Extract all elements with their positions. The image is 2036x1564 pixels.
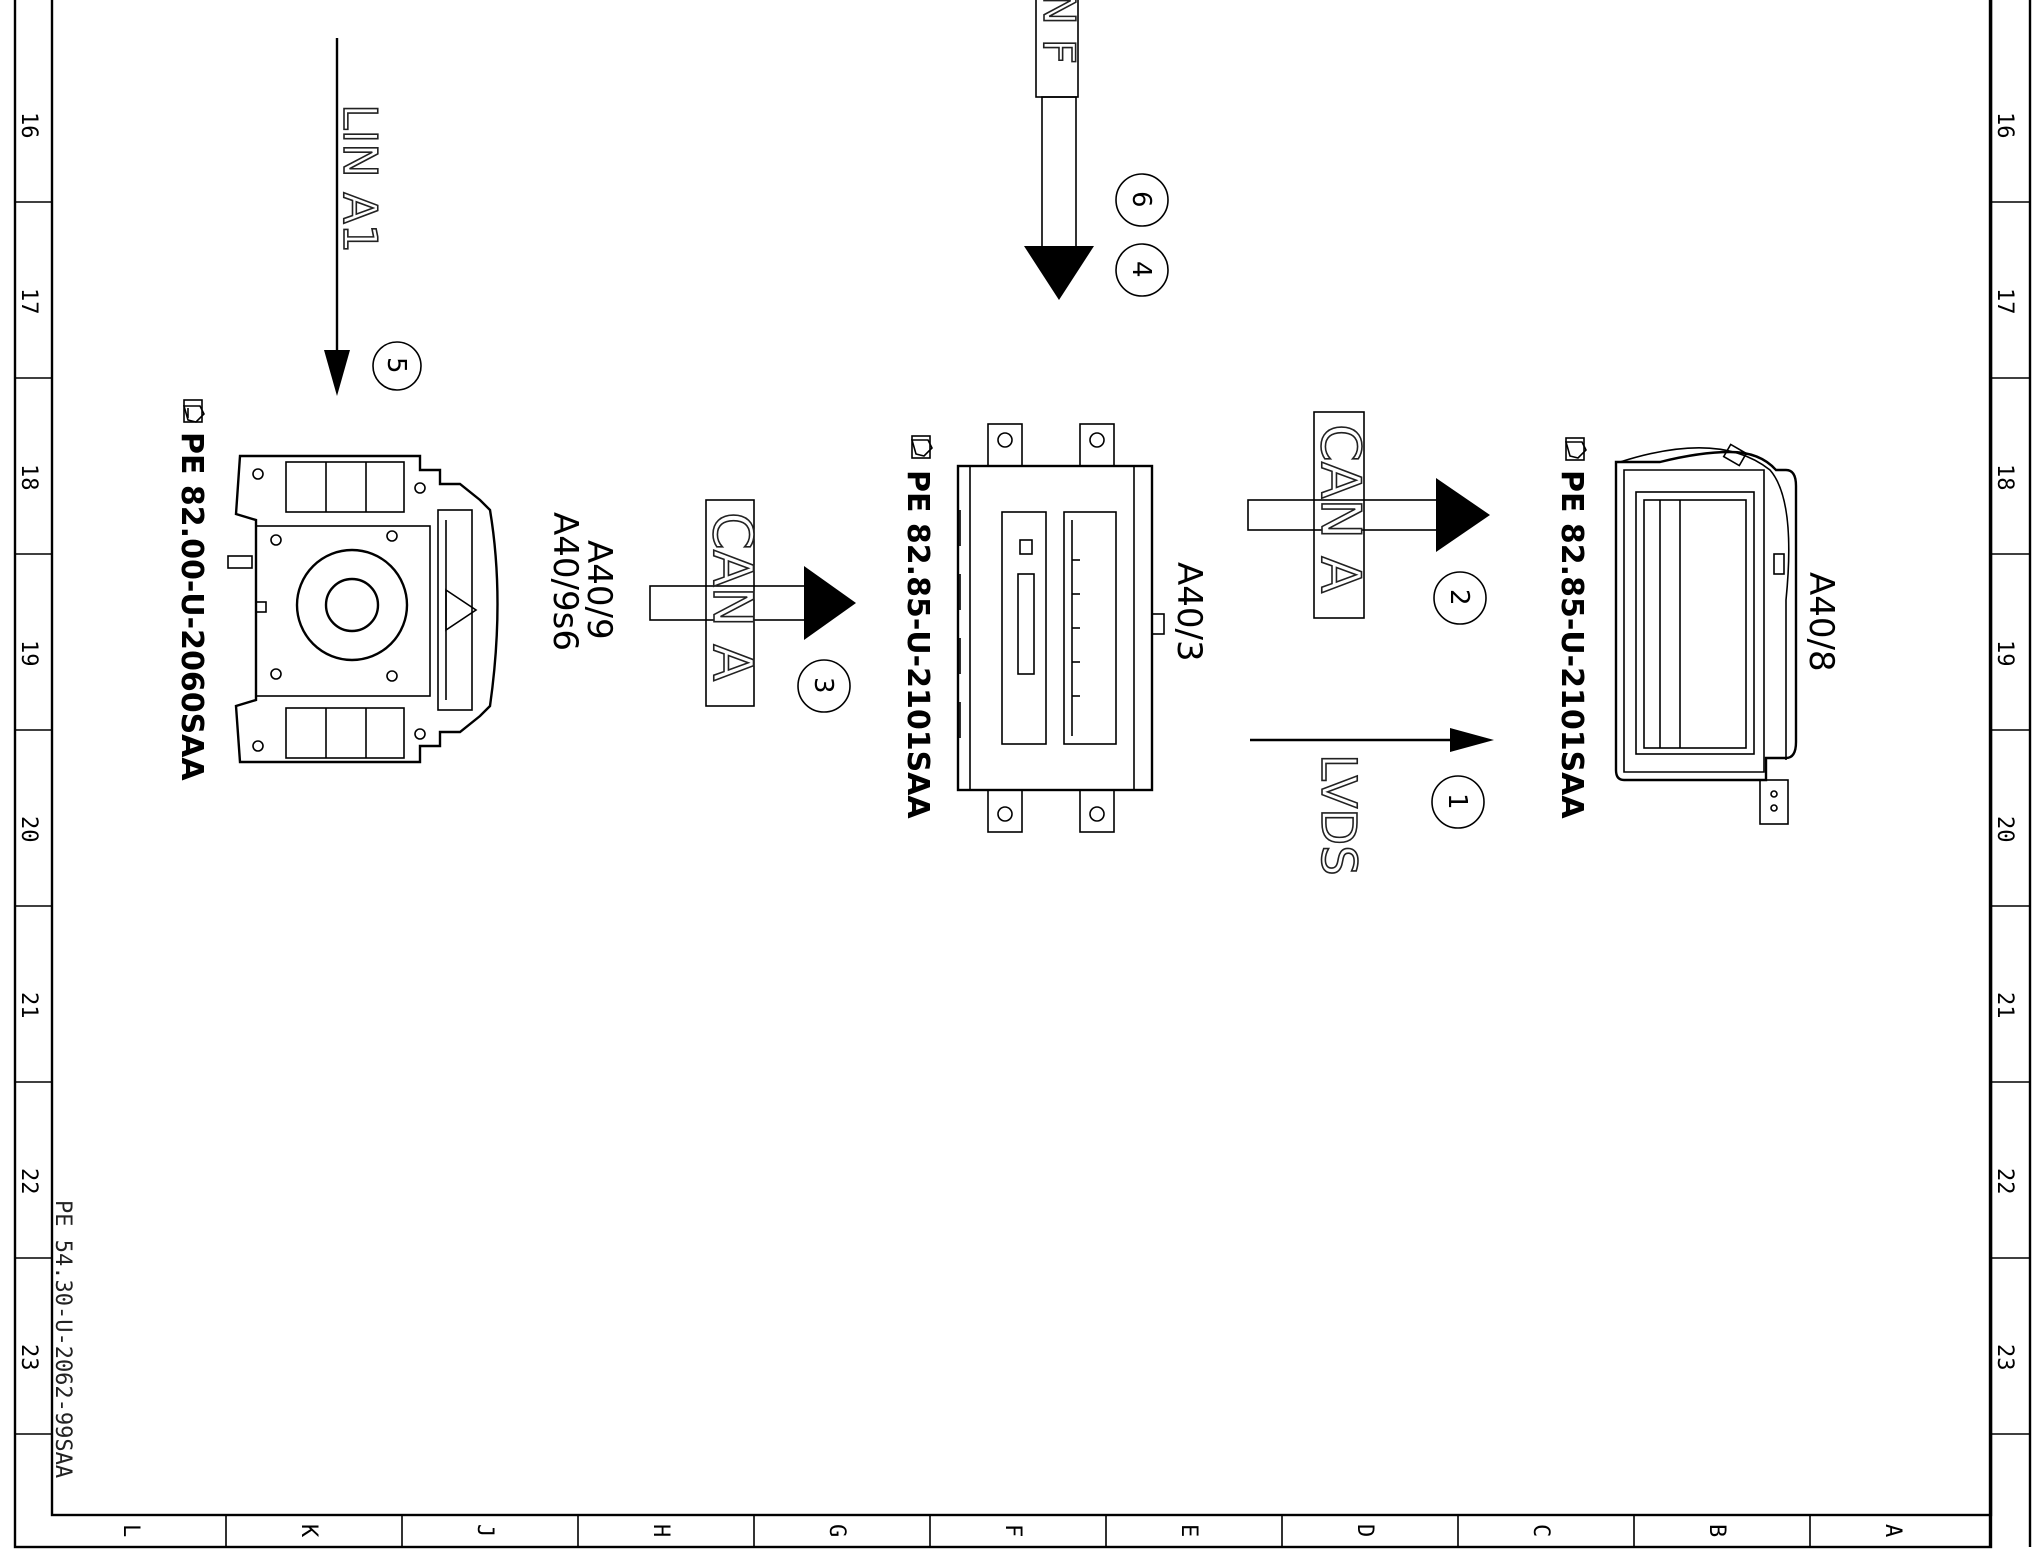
can-a-connection-2: CAN A 2 — [1247, 411, 1490, 625]
lin-a1-connection: LIN A1 5 — [324, 38, 422, 396]
row-label-22-right: 22 — [1992, 1168, 2017, 1195]
col-label-G: G — [824, 1524, 849, 1537]
component-reference-a40-8: PE 82.85-U-2101SAA — [1554, 470, 1589, 819]
col-label-L: L — [118, 1524, 143, 1537]
hand-pointer-icon — [1564, 437, 1587, 461]
row-label-20-right: 20 — [1992, 816, 2017, 843]
drawing-frame — [13, 0, 2032, 1549]
component-reference-a40-3: PE 82.85-U-2101SAA — [900, 470, 935, 819]
col-label-A: A — [1880, 1524, 1905, 1537]
component-id-a40-9: A40/9 — [579, 540, 619, 640]
row-scale-left: 16 17 18 19 20 21 22 23 — [15, 112, 52, 1435]
col-label-K: K — [296, 1524, 321, 1538]
row-scale-right: 16 17 18 19 20 21 22 23 — [1990, 112, 2030, 1435]
marker-4: 4 — [1126, 261, 1156, 278]
row-label-18-right: 18 — [1992, 464, 2017, 491]
column-scale-bottom: L K J H G F E D C B A — [118, 1515, 1905, 1547]
switch-panel-drawing — [227, 454, 499, 764]
col-label-J: J — [472, 1524, 497, 1537]
document-number: PE 54.30-U-2062-99SAA — [50, 1200, 75, 1478]
col-label-H: H — [648, 1524, 673, 1537]
col-label-F: F — [1000, 1524, 1025, 1537]
can-a-label-2: CAN A — [1309, 424, 1372, 593]
component-id-a40-3: A40/3 — [1169, 562, 1209, 662]
row-label-16-right: 16 — [1992, 112, 2017, 139]
row-label-20: 20 — [16, 816, 41, 843]
row-label-19-right: 19 — [1992, 640, 2017, 667]
component-id-a40-9s6: A40/9s6 — [545, 512, 585, 651]
display-drawing — [1614, 443, 1798, 825]
marker-6: 6 — [1126, 191, 1156, 208]
can-a-label-3: CAN A — [701, 512, 764, 681]
can-a-connection-3: CAN A 3 — [649, 499, 856, 713]
col-label-C: C — [1528, 1524, 1553, 1537]
row-label-17: 17 — [16, 288, 41, 315]
lvds-label: LVDS — [1310, 754, 1366, 876]
col-label-D: D — [1352, 1524, 1377, 1537]
component-reference-a40-9: PE 82.00-U-2060SAA — [174, 432, 209, 781]
head-unit-drawing — [956, 423, 1165, 833]
col-label-E: E — [1176, 1524, 1201, 1537]
marker-2: 2 — [1444, 589, 1474, 606]
row-label-23: 23 — [16, 1344, 41, 1371]
component-id-a40-8: A40/8 — [1801, 572, 1841, 672]
nf-label: N F — [1033, 0, 1084, 64]
row-label-22: 22 — [16, 1168, 41, 1195]
marker-5: 5 — [381, 357, 411, 374]
lin-a1-label: LIN A1 — [333, 104, 387, 253]
col-label-B: B — [1704, 1524, 1729, 1537]
row-label-21: 21 — [16, 992, 41, 1019]
marker-1: 1 — [1442, 793, 1472, 810]
lvds-connection: LVDS 1 — [1250, 728, 1494, 877]
row-label-21-right: 21 — [1992, 992, 2017, 1019]
hand-pointer-icon — [910, 435, 933, 459]
row-label-23-right: 23 — [1992, 1344, 2017, 1371]
row-label-17-right: 17 — [1992, 288, 2017, 315]
row-label-19: 19 — [16, 640, 41, 667]
row-label-18: 18 — [16, 464, 41, 491]
nf-connection: N F 6 4 — [1024, 0, 1169, 300]
row-label-16: 16 — [16, 112, 41, 139]
marker-3: 3 — [808, 677, 838, 694]
hand-pointer-icon — [182, 399, 205, 423]
